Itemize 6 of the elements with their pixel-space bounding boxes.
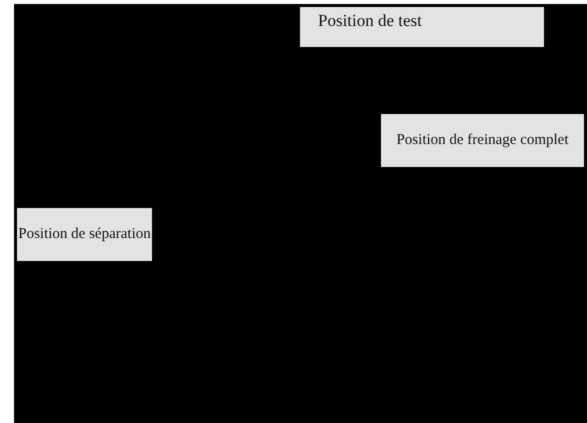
label-box bbox=[381, 114, 584, 167]
label-box bbox=[300, 7, 544, 47]
position-label: Position de séparation bbox=[18, 226, 151, 244]
label-box bbox=[17, 208, 152, 261]
position-label: Position de freinage complet bbox=[396, 132, 569, 150]
position-label: Position de test bbox=[318, 11, 422, 31]
